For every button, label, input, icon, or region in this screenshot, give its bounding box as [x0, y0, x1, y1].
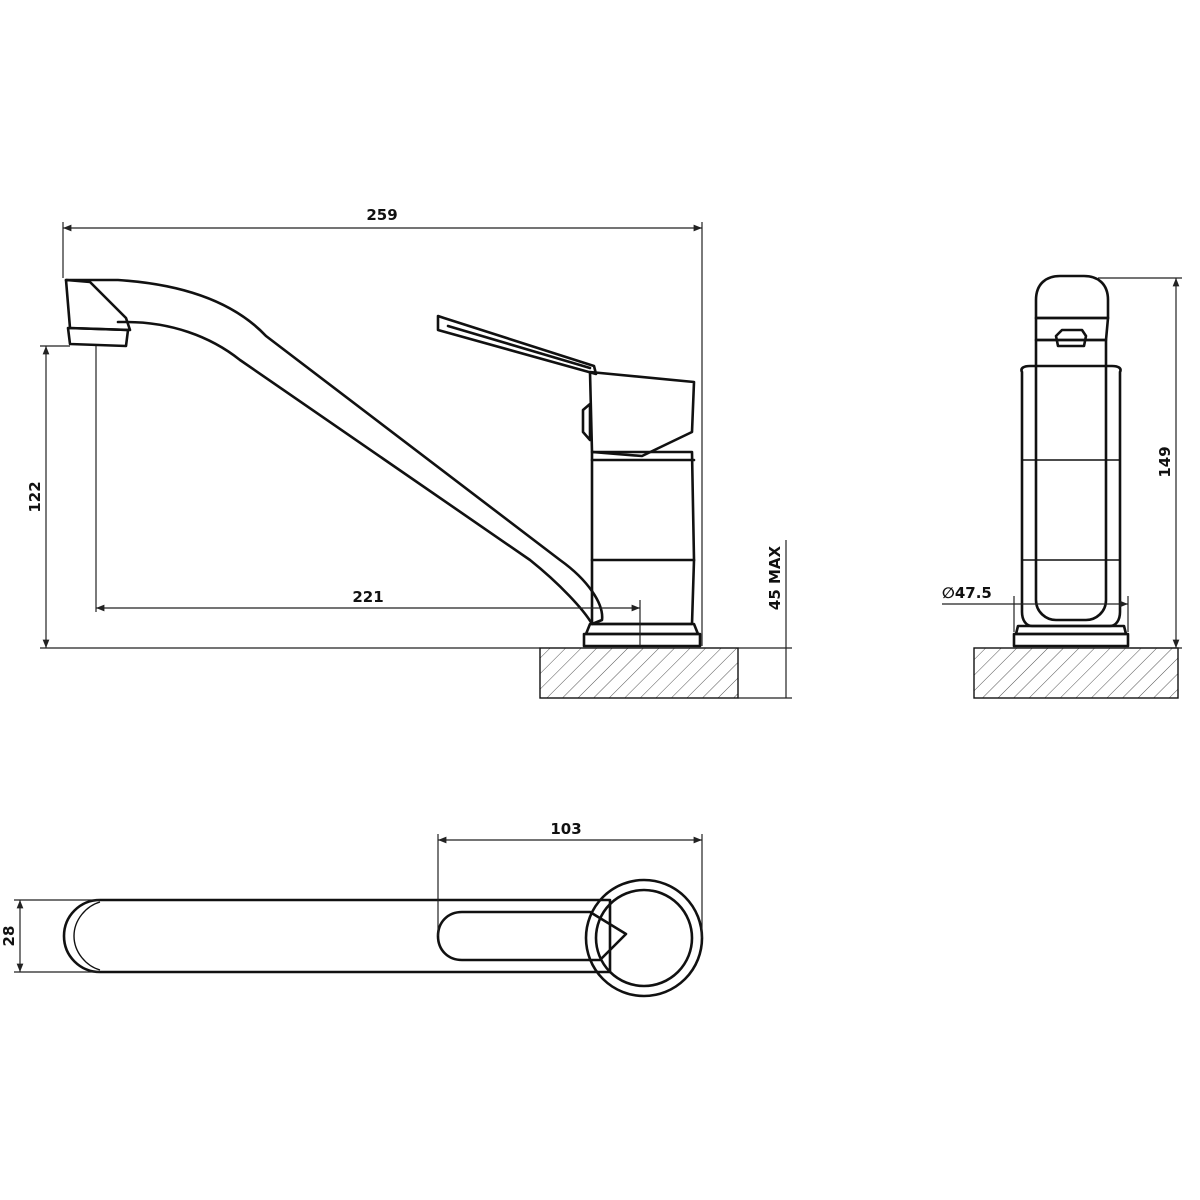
front-view-dimensions: 149 ∅47.5 — [942, 277, 1182, 649]
top-view-dimensions: 28 103 — [0, 820, 703, 973]
top-lever — [436, 910, 628, 962]
dim-28-label: 28 — [0, 926, 18, 947]
side-base-plate — [582, 632, 702, 648]
side-body — [590, 450, 696, 626]
side-head-button — [581, 402, 592, 442]
side-spout-tube — [64, 278, 604, 626]
side-base-ring — [584, 622, 700, 636]
dim-475-label: ∅47.5 — [942, 584, 992, 602]
dim-221-label: 221 — [352, 588, 383, 606]
front-spout — [1034, 338, 1108, 622]
dim-45-label: 45 MAX — [766, 545, 784, 610]
dim-103-label: 103 — [550, 820, 581, 838]
front-lever-base — [1034, 316, 1110, 342]
side-aerator — [66, 326, 130, 348]
dim-122-label: 122 — [26, 481, 44, 512]
top-spout-tip-edge — [73, 901, 101, 971]
front-view — [973, 274, 1179, 699]
side-countertop — [539, 647, 739, 699]
side-view-dimensions: 259 122 221 45 MAX — [26, 206, 792, 699]
front-lever — [1034, 274, 1110, 320]
side-tip-front-edge — [65, 279, 71, 329]
top-view — [62, 878, 704, 998]
front-body — [1020, 364, 1122, 628]
dim-259-label: 259 — [366, 206, 397, 224]
dim-149-label: 149 — [1156, 446, 1174, 477]
front-countertop — [973, 647, 1179, 699]
front-lever-slot — [1054, 328, 1088, 348]
side-view — [64, 278, 739, 699]
top-body-inner — [594, 888, 694, 988]
side-lever — [436, 314, 598, 376]
front-base-plate — [1012, 632, 1130, 648]
side-head — [588, 370, 696, 458]
top-body-outer — [584, 878, 704, 998]
side-lever-edge — [446, 324, 592, 370]
